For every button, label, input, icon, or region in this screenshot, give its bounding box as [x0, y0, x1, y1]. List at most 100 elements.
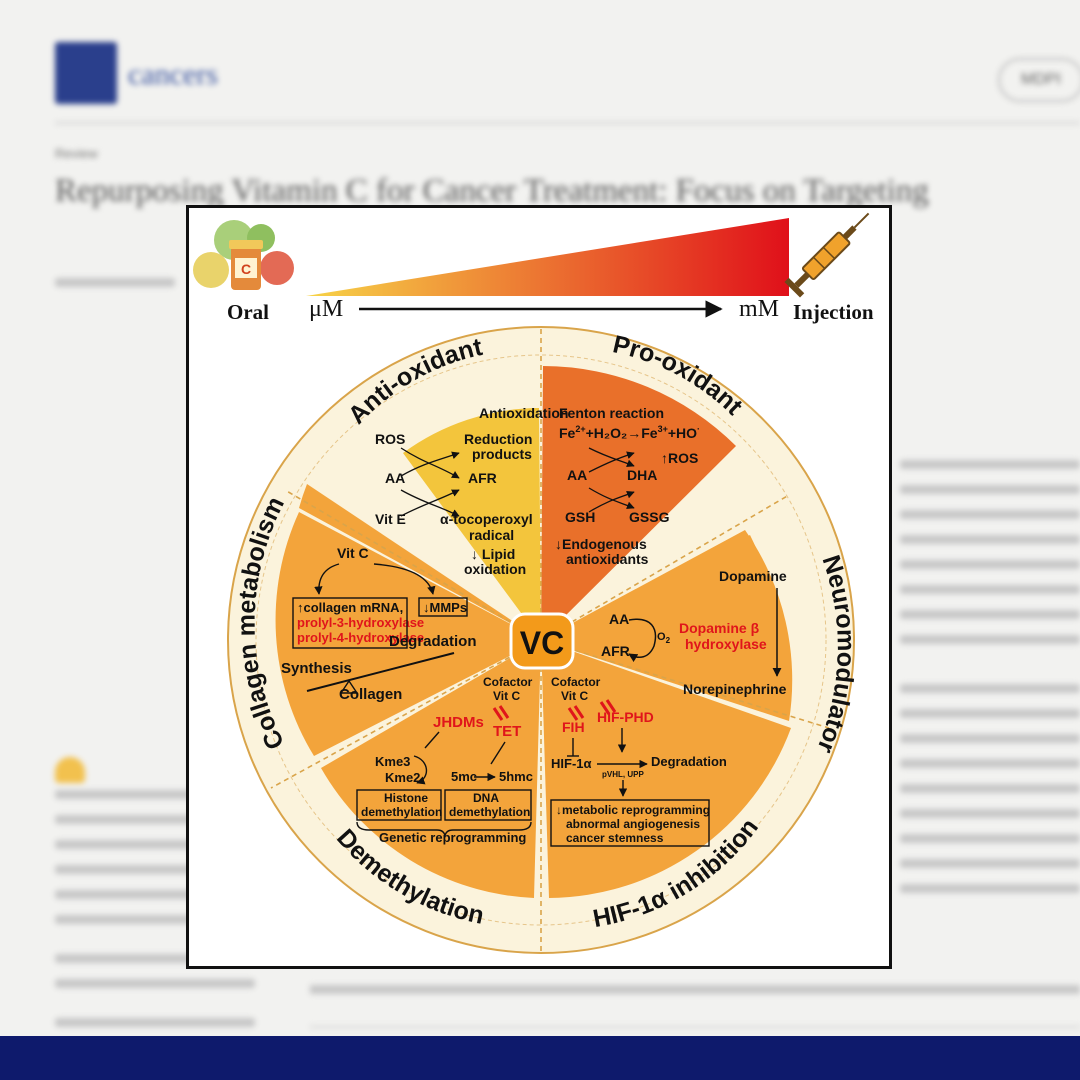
kme2-label: Kme2 — [385, 770, 420, 785]
histone-demethylation-label: demethylation — [361, 805, 442, 819]
pvhl-label: pVHL, UPP — [602, 770, 644, 779]
neuromodulator-content: Dopamine AA AFR O2 Dopamine β hydroxylas… — [601, 568, 787, 697]
prooxidant-content: Fenton reaction Fe2++H₂O₂→Fe3++HO· ↑ROS … — [555, 405, 700, 567]
figure-diagram: C Anti-oxidant Pro-oxidant Coll — [193, 212, 870, 954]
center-vc: VC — [509, 612, 575, 670]
journal-logo-icon — [55, 42, 117, 104]
wedge-neuromodulator — [541, 530, 793, 721]
jhdms-label: JHDMs — [433, 714, 484, 731]
lipid-label: ↓ Lipid — [471, 546, 515, 562]
wedge-collagen — [275, 512, 541, 756]
afr-label: AFR — [468, 470, 497, 486]
wedge-demethylation — [321, 640, 541, 898]
antioxidant-content: Antioxidation ROS Reduction products AA … — [375, 405, 568, 577]
hif1a-label: HIF-1α — [551, 756, 592, 771]
collagen-box-1: ↑collagen mRNA, — [297, 600, 403, 615]
antioxidation-heading: Antioxidation — [479, 405, 568, 421]
hydroxylase-label: hydroxylase — [685, 636, 767, 652]
dopamine-label: Dopamine — [719, 568, 787, 584]
o2-label: O2 — [657, 631, 671, 645]
gsh-label: GSH — [565, 509, 595, 525]
hif-content: Cofactor Vit C FIH HIF-PHD HIF-1α Degrad… — [551, 675, 727, 845]
5mc-label: 5mc — [451, 769, 477, 784]
oral-label: Oral — [227, 300, 269, 324]
vite-label: Vit E — [375, 511, 406, 527]
dha-label: DHA — [627, 467, 657, 483]
prooxidant-arrows — [588, 447, 635, 513]
hif-effect-3: cancer stemness — [566, 831, 664, 845]
oxidation-label: oxidation — [464, 561, 526, 577]
vitamin-c-figure: C Anti-oxidant Pro-oxidant Coll — [186, 205, 892, 969]
footer-bar — [0, 1036, 1080, 1080]
dose-gradient-bar — [306, 218, 789, 296]
wedge-prooxidant — [541, 366, 736, 640]
pro-aa-label: AA — [567, 467, 587, 483]
hif-degradation-label: Degradation — [651, 754, 727, 769]
wedge-collagen-top — [299, 484, 541, 640]
products-label: products — [472, 446, 532, 462]
header-divider — [55, 122, 1080, 124]
collagen-content: Vit C ↑collagen mRNA, prolyl-3-hydroxyla… — [281, 545, 477, 703]
histone-label: Histone — [384, 791, 428, 805]
open-access-icon — [55, 757, 85, 783]
tet-label: TET — [493, 723, 521, 740]
hif-effect-2: abnormal angiogenesis — [566, 817, 700, 831]
citation-sidebar — [55, 790, 255, 1068]
antioxidants-label: antioxidants — [566, 551, 649, 567]
publisher-logo: MDPI — [998, 58, 1080, 102]
journal-name: cancers — [128, 58, 218, 91]
body-text-column — [900, 460, 1080, 909]
genetic-reprogramming-label: Genetic reprogramming — [379, 830, 526, 845]
dose-header: C — [193, 212, 870, 318]
demethylation-content: Cofactor Vit C JHDMs TET Kme3 Kme2 5mc 5… — [361, 675, 533, 845]
dopamine-enzyme-label: Dopamine β — [679, 620, 760, 636]
hif-phd-label: HIF-PHD — [597, 709, 654, 725]
ros-label: ROS — [375, 431, 405, 447]
endogenous-label: ↓Endogenous — [555, 536, 647, 552]
dna-label: DNA — [473, 791, 499, 805]
neuromodulator-arrows — [628, 588, 782, 677]
fenton-heading: Fenton reaction — [559, 405, 664, 421]
neuro-afr-label: AFR — [601, 643, 630, 659]
neuro-aa-label: AA — [609, 611, 629, 627]
um-label: μM — [309, 296, 344, 322]
prolyl3-label: prolyl-3-hydroxylase — [297, 615, 424, 630]
collagen-arrows — [292, 563, 468, 694]
mm-label: mM — [739, 296, 780, 322]
hif-effect-1: ↓metabolic reprogramming — [556, 803, 710, 817]
aa-label: AA — [385, 470, 405, 486]
hif-effect-box — [550, 799, 710, 847]
prolyl4-label: prolyl-4-hydroxylase — [297, 630, 424, 645]
vitamin-jar-letter: C — [241, 261, 251, 277]
keywords-divider — [310, 1026, 1080, 1028]
wedge-antioxidant — [403, 408, 541, 640]
keywords-line — [310, 985, 1080, 994]
synthesis-label: Synthesis — [281, 660, 352, 677]
collagen-vitc-label: Vit C — [337, 545, 369, 561]
wedge-dividers — [270, 328, 830, 953]
fih-label: FIH — [562, 719, 585, 735]
ros-increase-label: ↑ROS — [661, 450, 698, 466]
article-title: Repurposing Vitamin C for Cancer Treatme… — [55, 173, 929, 209]
kme3-label: Kme3 — [375, 754, 410, 769]
article-type: Review — [55, 146, 98, 161]
deme-cofactor-label: Cofactor — [483, 675, 533, 689]
antioxidant-arrows — [400, 447, 460, 517]
hif-arrows — [550, 699, 710, 847]
fruit-vitamin-icon: C — [193, 220, 294, 290]
demethylation-arrows — [356, 705, 532, 837]
collagen-label: Collagen — [339, 686, 402, 703]
mmps-label: ↓MMPs — [423, 600, 467, 615]
deme-vitc-label: Vit C — [493, 689, 520, 703]
vc-label: VC — [520, 625, 564, 661]
injection-label: Injection — [793, 300, 874, 324]
syringe-icon — [784, 212, 870, 298]
5hmc-label: 5hmc — [499, 769, 533, 784]
collagen-degradation-label: Degradation — [389, 633, 477, 650]
reduction-label: Reduction — [464, 431, 532, 447]
radical-label: radical — [469, 527, 514, 543]
dna-demethylation-label: demethylation — [449, 805, 530, 819]
fenton-equation: Fe2++H₂O₂→Fe3++HO· — [559, 424, 700, 441]
norepinephrine-label: Norepinephrine — [683, 681, 787, 697]
